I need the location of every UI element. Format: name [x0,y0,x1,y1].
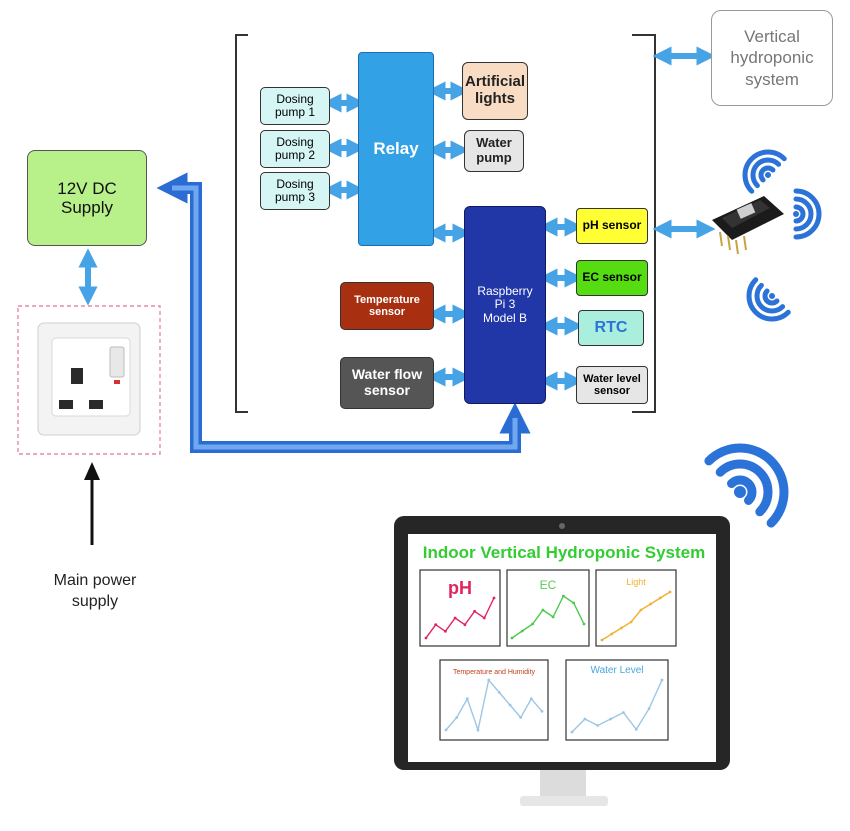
panel-ec-point [562,594,565,598]
panel-ec-point [551,615,555,619]
artificial-lights-box: Artificial lights [462,62,528,120]
panel-ec-point [510,636,514,640]
panel-ph-point [434,623,438,627]
wifi-module-icon [712,196,784,255]
panel-temperature-point [476,728,480,732]
panel-light-point [658,596,662,600]
wifi-signal-large-icon [704,443,789,528]
panel-light-line [601,591,671,641]
panel-temperature-point [529,697,533,701]
left-bracket [235,34,248,413]
panel-ec-point [572,601,576,605]
socket-indicator-icon [114,380,120,384]
panel-waterlevel-point [609,717,612,721]
panel-ec-title: EC [540,578,557,592]
wifi-signal-bottom-icon [746,277,791,322]
panel-temperature-point [455,716,459,719]
panel-waterlevel-point [622,711,625,714]
wifi-signal-right-icon [793,188,822,240]
panel-ph-point [473,609,476,613]
panel-ec-point [531,622,534,626]
panel-light-title: Light [626,577,646,587]
panel-ph-point [482,616,486,620]
panel-ec-frame [506,569,590,647]
dosing-pump-2-box: Dosing pump 2 [260,130,330,168]
panel-light-point [639,608,643,612]
panel-light-point [610,632,614,636]
main-power-supply-label: Main power supply [53,572,137,610]
panel-light-point [620,626,623,630]
panel-ph-line [425,597,495,639]
wall-socket [17,305,161,455]
panel-temperature-point [487,678,491,682]
panel-light-frame [595,569,677,647]
wifi-signal-icons [704,149,822,528]
panel-waterlevel-line [571,679,663,733]
panel-ph-title: pH [448,578,472,598]
dosing-pump-3-box: Dosing pump 3 [260,172,330,210]
panel-waterlevel-point [583,717,587,721]
panel-light-point [600,638,604,642]
dashboard-title: Indoor Vertical Hydroponic System [422,543,706,563]
dashboard-panels: pH EC Light Temperature and Humidity Wat… [419,569,677,741]
panel-waterlevel-point [570,730,574,734]
ph-sensor-box: pH sensor [576,208,648,244]
raspberry-pi-box: Raspberry Pi 3 Model B [464,206,546,404]
panel-ph-point [463,623,467,627]
water-level-sensor-box: Water level sensor [576,366,648,404]
panel-temperature-point [519,716,523,719]
power-cable-highlight [172,185,518,450]
water-flow-sensor-box: Water flow sensor [340,357,434,409]
panel-ec-point [541,608,545,612]
panel-temperature-point [444,728,448,732]
dosing-pump-1-box: Dosing pump 1 [260,87,330,125]
panel-ec-line [511,594,585,639]
panel-light-point [629,620,633,624]
panel-waterlevel-point [647,707,651,710]
rtc-box: RTC [578,310,644,346]
panel-ph-point [492,596,496,600]
socket-neutral-pin-icon [89,400,103,409]
panel-ec-point [520,629,524,633]
panel-temperature-point [465,697,469,701]
panel-temperature-title: Temperature and Humidity [453,669,536,676]
connection-arrows [78,46,716,391]
wifi-signal-top-icon [742,149,787,194]
panel-temperature-point [497,691,501,694]
panel-temperature-point [540,709,544,713]
panel-waterlevel-point [634,728,638,731]
water-pump-box: Water pump [464,130,524,172]
panel-waterlevel-point [596,724,600,727]
panel-waterlevel-title: Water Level [591,665,644,676]
temperature-sensor-box: Temperature sensor [340,282,434,330]
relay-box: Relay [358,52,434,246]
panel-temperature-point [508,703,512,707]
dc-supply-box: 12V DC Supply [27,150,147,246]
socket-live-pin-icon [59,400,73,409]
panel-ec-point [582,622,586,626]
panel-light-point [668,590,672,594]
panel-waterlevel-frame [565,659,669,741]
vertical-hydroponic-system-box: Vertical hydroponic system [711,10,833,106]
socket-switch-icon [109,346,125,378]
panel-ph-point [424,636,428,640]
panel-ph-point [453,616,457,620]
main-power-arrowhead-icon [84,462,100,480]
ec-sensor-box: EC sensor [576,260,648,296]
panel-temperature-line [445,678,543,733]
panel-waterlevel-point [660,678,664,682]
panel-light-point [649,602,652,606]
socket-earth-pin-icon [71,368,83,384]
panel-ph-frame [419,569,501,647]
panel-ph-point [444,629,447,633]
